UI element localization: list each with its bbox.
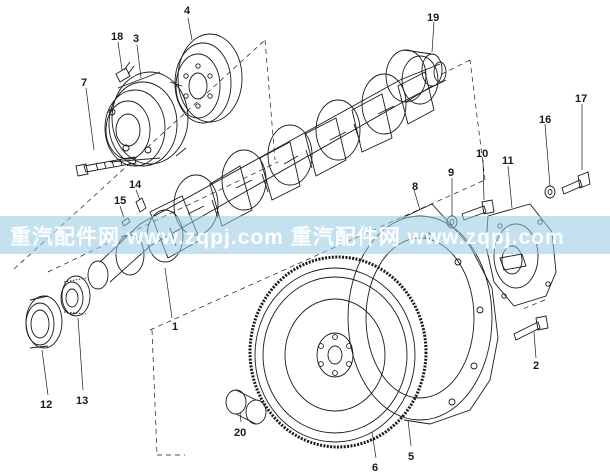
rear-hub xyxy=(385,49,443,103)
callout-10: 10 xyxy=(476,148,488,160)
callout-19: 19 xyxy=(427,12,439,24)
vibration-damper xyxy=(174,33,243,124)
flywheel-bolt xyxy=(513,315,549,341)
callout-16: 16 xyxy=(539,114,551,126)
woodruff-key xyxy=(135,197,147,213)
watermark-text: 重汽配件网 www.zqpj.com 重汽配件网 www.zqpj.com xyxy=(10,226,565,249)
cover-bolt xyxy=(561,171,591,195)
callout-13: 13 xyxy=(76,395,88,407)
callout-2: 2 xyxy=(533,360,539,372)
callout-18: 18 xyxy=(111,31,123,43)
callout-5: 5 xyxy=(408,451,414,463)
callout-labels: 1 2 3 4 5 6 7 8 9 10 11 12 13 14 15 16 1… xyxy=(40,5,587,473)
crankshaft-gear xyxy=(60,275,91,317)
leader-lines xyxy=(41,17,583,459)
pulley-bolt xyxy=(75,156,137,177)
callout-17: 17 xyxy=(575,93,587,105)
callout-8: 8 xyxy=(412,181,418,193)
callout-3: 3 xyxy=(133,33,139,45)
callout-7: 7 xyxy=(81,77,87,89)
callout-20: 20 xyxy=(234,427,246,439)
callout-6: 6 xyxy=(372,462,378,473)
callout-4: 4 xyxy=(184,5,191,17)
flywheel xyxy=(262,276,408,434)
watermark-band xyxy=(0,216,610,254)
callout-14: 14 xyxy=(129,179,142,191)
pulley-key xyxy=(115,61,135,83)
front-oil-seal xyxy=(25,295,63,349)
pilot-bushing xyxy=(225,389,267,425)
callout-15: 15 xyxy=(114,195,126,207)
cover-washer xyxy=(544,185,556,199)
flywheel-ring-gear xyxy=(248,255,428,449)
callout-12: 12 xyxy=(40,399,52,411)
callout-9: 9 xyxy=(448,167,454,179)
callout-1: 1 xyxy=(172,321,178,333)
callout-11: 11 xyxy=(502,155,514,167)
